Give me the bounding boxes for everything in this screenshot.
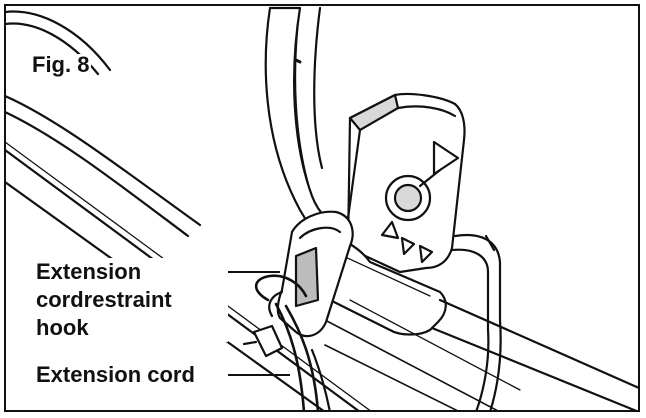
extension-cord-main-1 (274, 302, 306, 411)
brace-2 (324, 344, 460, 411)
upper-handle-outer (313, 6, 324, 170)
brace-1 (324, 319, 500, 411)
side-bracket-tab (242, 340, 258, 346)
callout-hook-line3: hook (36, 315, 89, 340)
restraint-hook-lip (268, 290, 284, 318)
upper-frame-arc (5, 10, 112, 72)
arrow-up (380, 220, 400, 240)
left-tube-bottom (5, 110, 190, 238)
knob-housing-bevel (396, 105, 457, 118)
lower-right-tube-top (438, 298, 639, 390)
restraint-hook-ring (298, 226, 342, 240)
knob-inner (393, 183, 423, 213)
extension-cord-main-2 (284, 304, 320, 411)
extension-cord-strand (310, 348, 331, 411)
figure-label: Fig. 8 (30, 52, 92, 77)
right-bracket (453, 234, 502, 411)
callout-hook-line2: cordrestraint (36, 287, 172, 312)
callout-restraint-hook: Extension cordrestraint hook (34, 258, 228, 342)
side-bracket (252, 324, 284, 358)
arrow-large-right (432, 140, 460, 176)
right-tube-end (484, 234, 496, 252)
callout-extension-cord: Extension cord (34, 361, 197, 389)
lower-right-tube-bottom (430, 326, 639, 411)
right-bracket-inner (450, 248, 490, 411)
callout-hook-line1: Extension (36, 259, 142, 284)
arrow-small-right-2 (418, 244, 434, 264)
restraint-hook-slot (294, 246, 320, 308)
brace-3 (349, 299, 521, 391)
arrow-small-right (400, 236, 416, 256)
upper-handle-right (294, 7, 313, 197)
left-tube-top (5, 94, 202, 227)
extension-cord-loop (254, 274, 308, 302)
figure-frame (4, 4, 640, 412)
